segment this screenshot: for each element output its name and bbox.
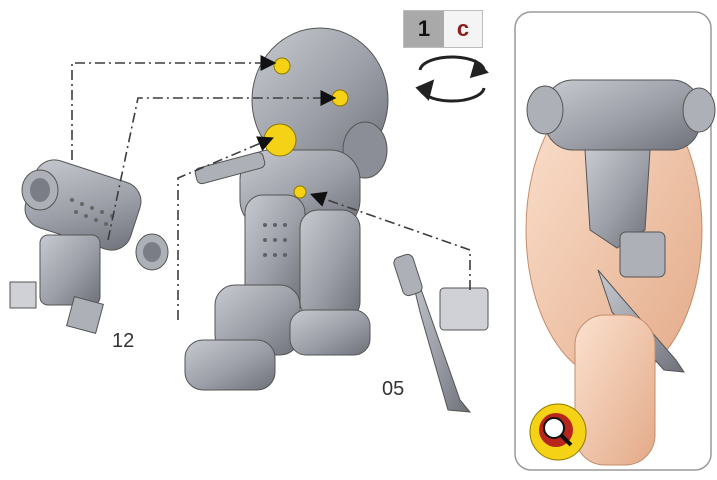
magnifier-icon (530, 404, 586, 460)
step-badge: 1 c (403, 10, 483, 48)
step-letter: c (444, 11, 482, 47)
backpack-part-number: 12 (112, 330, 134, 353)
backpack-part (10, 155, 168, 334)
preview-figure (515, 12, 715, 470)
armored-figure (185, 28, 388, 390)
step-number: 1 (404, 11, 444, 47)
knife-part-number: 05 (382, 378, 404, 401)
rotate-arrows-icon (418, 57, 486, 101)
knife-part (392, 253, 488, 412)
